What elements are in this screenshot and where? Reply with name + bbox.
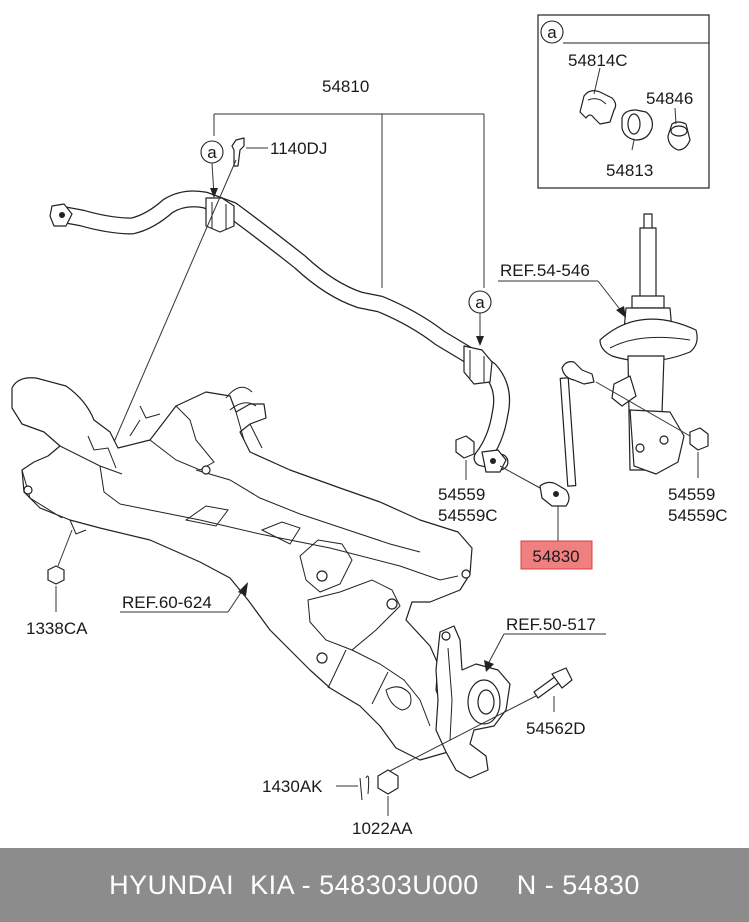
castle-nut-icon [377, 769, 399, 816]
label-54559-right: 54559 [668, 485, 715, 504]
knuckle [435, 625, 511, 779]
strut [599, 213, 698, 475]
stabilizer-link [499, 361, 595, 542]
callout-circle-inset [540, 20, 564, 44]
label-54814c: 54814C [568, 51, 628, 70]
label-1022aa: 1022AA [352, 819, 413, 838]
rubber-bushing-icon [621, 109, 653, 141]
subframe-bolt-icon [47, 529, 73, 612]
ref-strut-group: REF.54-546 [498, 261, 626, 318]
label-54846: 54846 [646, 89, 693, 108]
bracket-ring-icon [667, 121, 691, 151]
stabilizer-bar [49, 190, 511, 473]
footer-bar: HYUNDAI KIA - 548303U000 N - 54830 [0, 848, 749, 922]
subframe [11, 377, 473, 761]
callout-a-top: a [200, 140, 224, 198]
label-group-54810: 54810 [213, 77, 485, 288]
ref-knuckle-group: REF.50-517 [484, 615, 606, 672]
label-54810: 54810 [322, 77, 369, 96]
bar-bushing-left [205, 197, 235, 233]
footer-part-code: N - 54830 [516, 869, 640, 900]
callout-a-inset: a [547, 23, 557, 42]
label-54559-left: 54559 [438, 485, 485, 504]
ref-subframe-group: REF.60-624 [120, 582, 248, 613]
bushing-bracket-icon [579, 90, 617, 125]
label-ref-60-624: REF.60-624 [122, 593, 212, 612]
label-54559c-right: 54559C [668, 506, 728, 525]
label-54813: 54813 [606, 161, 653, 180]
label-54559c-left: 54559C [438, 506, 498, 525]
detail-inset: a 54814C 54846 54813 [537, 14, 710, 189]
knuckle-bolt-icon [383, 667, 573, 775]
parts-diagram: a 54814C 54846 54813 [11, 14, 728, 838]
svg-text:a: a [475, 293, 485, 312]
nut-right-icon [595, 381, 709, 478]
label-1430ak: 1430AK [262, 777, 323, 796]
label-1338ca: 1338CA [26, 619, 88, 638]
footer-brand-part-number: HYUNDAI KIA - 548303U000 [109, 869, 479, 900]
svg-text:a: a [207, 143, 217, 162]
cotter-pin-icon [336, 775, 370, 801]
label-54562d: 54562D [526, 719, 586, 738]
bar-bushing-right [463, 345, 493, 385]
label-ref-50-517: REF.50-517 [506, 615, 596, 634]
bolt-1140dj-icon [107, 137, 268, 457]
label-ref-54-546: REF.54-546 [500, 261, 590, 280]
label-54830: 54830 [532, 547, 579, 566]
callout-a-mid: a [468, 290, 492, 346]
label-1140dj: 1140DJ [270, 139, 327, 158]
highlight-54830 [520, 540, 593, 570]
nut-left-icon [455, 435, 475, 480]
